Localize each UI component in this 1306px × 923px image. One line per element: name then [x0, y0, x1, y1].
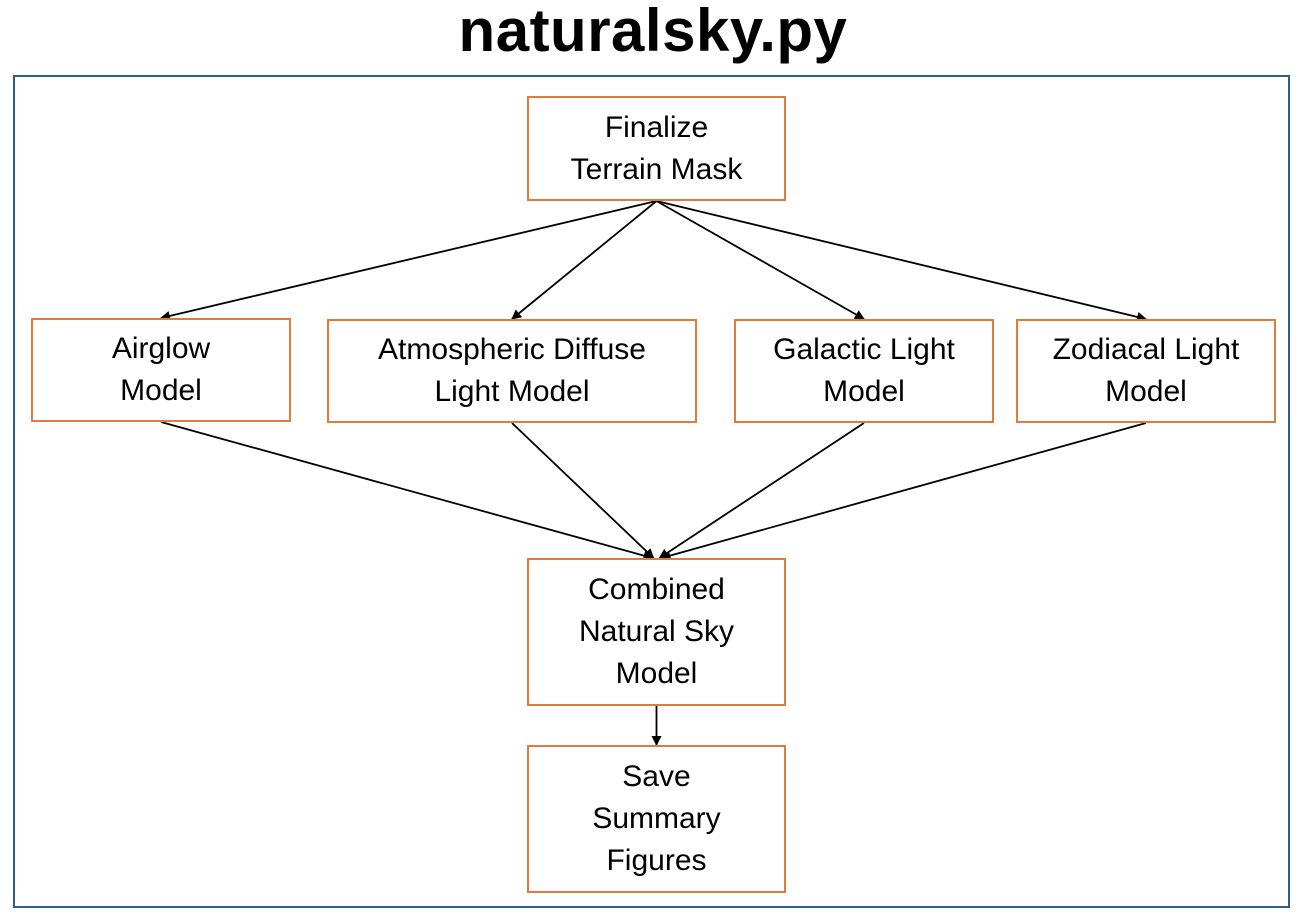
arrow-finalize-to-airglow: [160, 200, 657, 321]
node-label-line: Finalize: [604, 110, 709, 144]
node-label-line: Model: [1105, 375, 1187, 408]
zodiacal-light-model-node: Zodiacal Light Model: [1016, 319, 1276, 423]
diagram-frame: [13, 75, 1290, 908]
node-label-line: Model: [120, 374, 202, 407]
node-label-line: Terrain Mask: [570, 152, 743, 186]
finalize-terrain-mask-node: Finalize Terrain Mask: [527, 96, 786, 201]
node-label-line: Save: [622, 760, 691, 793]
arrow-finalize-to-zodiacal: [656, 200, 1147, 322]
arrow-finalize-to-galactic: [656, 200, 865, 320]
node-label-line: Combined: [588, 573, 725, 606]
arrow-galactic-to-combined: [658, 422, 865, 559]
save-summary-figures-node: Save Summary Figures: [527, 745, 786, 893]
arrow-atmospheric-to-combined: [511, 422, 655, 559]
node-label-line: Figures: [606, 844, 707, 877]
node-label-line: Summary: [592, 802, 721, 835]
node-label-line: Model: [823, 375, 905, 408]
arrow-airglow-to-combined: [160, 421, 654, 561]
node-label-line: Model: [615, 657, 698, 690]
node-label-line: Atmospheric Diffuse: [378, 333, 646, 366]
diagram-title: naturalsky.py: [458, 0, 848, 64]
airglow-model-node: Airglow Model: [31, 318, 291, 422]
arrow-zodiacal-to-combined: [660, 422, 1147, 561]
node-label-line: Natural Sky: [578, 615, 735, 648]
node-label-line: Zodiacal Light: [1052, 333, 1240, 366]
galactic-light-model-node: Galactic Light Model: [734, 319, 994, 423]
atmospheric-diffuse-light-model-node: Atmospheric Diffuse Light Model: [327, 319, 697, 423]
arrow-finalize-to-atmospheric: [511, 200, 658, 320]
node-label-line: Galactic Light: [773, 333, 955, 366]
node-label-line: Airglow: [111, 332, 211, 365]
combined-natural-sky-model-node: Combined Natural Sky Model: [527, 558, 786, 706]
node-label-line: Light Model: [434, 375, 590, 408]
